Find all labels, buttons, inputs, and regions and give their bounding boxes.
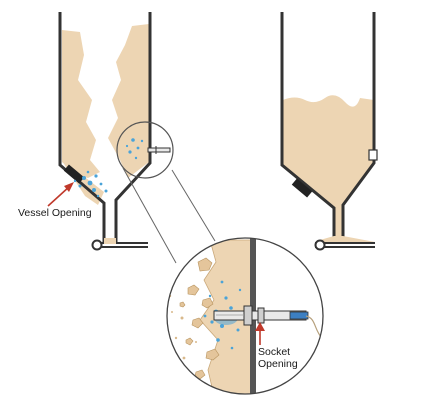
left-outlet-conveyor: [91, 238, 148, 251]
right-vessel-wall-left: [280, 12, 336, 243]
socket-opening-arrow-icon: [255, 322, 265, 331]
left-air-blast: [73, 170, 108, 198]
vessel-opening-arrow-icon: [64, 182, 74, 192]
right-material: [283, 95, 374, 243]
zoom-connector-lines: [122, 167, 216, 264]
left-nozzle: [147, 146, 171, 154]
zoom-material-chunks: [179, 257, 220, 380]
right-outlet-conveyor: [314, 236, 375, 251]
vessel-seal: [63, 164, 85, 184]
left-material-left-wall: [62, 30, 100, 178]
right-vessel-seal: [291, 178, 313, 198]
socket-opening-label-line2: Opening: [258, 358, 298, 370]
magnifier-circle-small: [116, 121, 174, 179]
left-material-right-wall: [108, 24, 149, 178]
right-vessel-wall-right: [341, 12, 376, 243]
zoom-nozzle: [213, 305, 309, 326]
socket-opening-callout-arrow: [255, 322, 265, 345]
vessel-opening-callout: Vessel Opening: [18, 182, 92, 219]
vessel-opening-label: Vessel Opening: [18, 207, 92, 219]
zoom-circle-border: [166, 237, 324, 395]
left-vessel: [58, 12, 174, 251]
right-conveyor-roller: [314, 239, 326, 251]
left-conveyor-roller: [91, 239, 103, 251]
left-vessel-wall-right: [114, 12, 152, 243]
left-vessel-wall-left: [58, 12, 106, 243]
right-vessel: [280, 12, 378, 251]
zoom-detail: Socket Opening: [166, 237, 324, 395]
socket-opening-label-line1: Socket: [258, 346, 290, 358]
left-air-blast-right: [125, 138, 144, 160]
right-nozzle: [368, 149, 378, 161]
